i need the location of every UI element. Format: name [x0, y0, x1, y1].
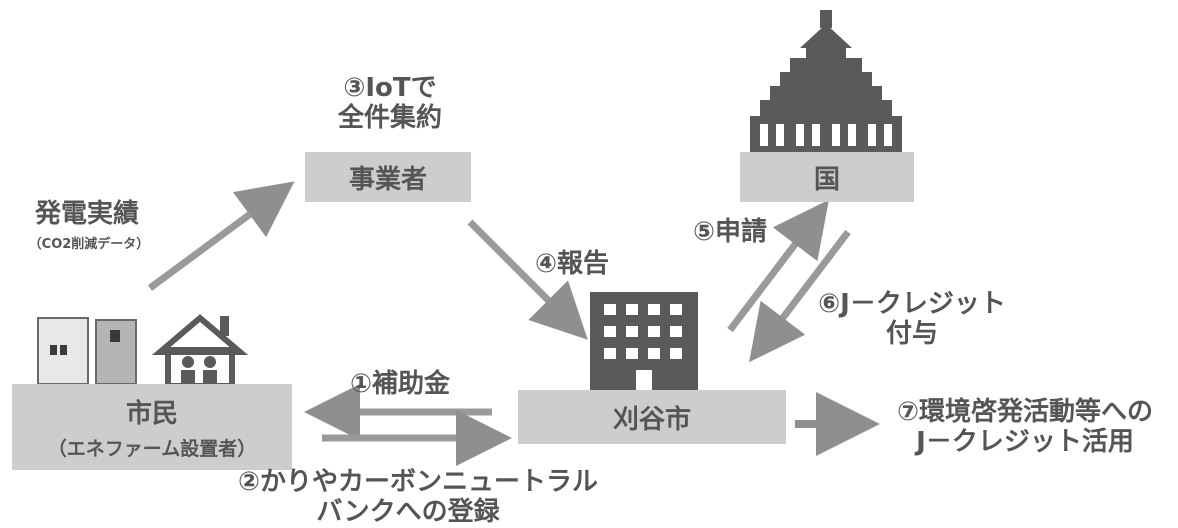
- arrow-apply: [727, 199, 829, 333]
- house-icon: [151, 314, 249, 389]
- iot-label: ③IoTで 全件集約: [310, 73, 470, 134]
- national-diet-icon: [750, 10, 902, 162]
- citizen-label: 市民: [125, 399, 178, 429]
- fuel-cell-unit-icon: [37, 317, 137, 385]
- register-label: ②かりやカーボンニュートラル バンクへの登録: [238, 467, 599, 528]
- arrow-generation: [147, 181, 295, 291]
- operator-label: 事業者: [348, 164, 427, 195]
- generation-label: 発電実績: [22, 199, 152, 230]
- generation-label-main: 発電実績: [34, 199, 139, 229]
- citizen-box: 市民 （エネファーム設置者）: [12, 384, 292, 470]
- credit-label-line2: 付与: [885, 318, 938, 349]
- generation-sublabel: （CO2削減データ）: [28, 237, 150, 252]
- credit-label-line1: ⑥J－クレジット: [818, 289, 1006, 319]
- apply-label: ⑤申請: [692, 217, 767, 247]
- operator-box: 事業者: [305, 152, 471, 202]
- register-label-line1: ②かりやカーボンニュートラル: [238, 467, 599, 497]
- city-label: 刈谷市: [612, 404, 691, 435]
- country-box: 国: [740, 152, 914, 202]
- arrow-report: [467, 219, 588, 340]
- utilize-label: ⑦環境啓発活動等への J－クレジット活用: [880, 397, 1170, 458]
- register-label-line2: バンクへの登録: [316, 496, 500, 527]
- credit-label: ⑥J－クレジット 付与: [812, 289, 1012, 350]
- iot-label-line2: 全件集約: [337, 102, 442, 133]
- city-box: 刈谷市: [518, 390, 786, 444]
- arrow-credit: [749, 229, 851, 363]
- country-label: 国: [813, 164, 840, 195]
- utilize-label-line1: ⑦環境啓発活動等への: [896, 397, 1153, 427]
- report-label: ④報告: [534, 249, 609, 279]
- subsidy-label: ①補助金: [349, 369, 450, 399]
- city-hall-icon: [590, 292, 698, 390]
- iot-label-line1: ③IoTで: [343, 73, 437, 103]
- citizen-sublabel: （エネファーム設置者）: [47, 438, 257, 460]
- utilize-label-line2: J－クレジット活用: [916, 426, 1134, 457]
